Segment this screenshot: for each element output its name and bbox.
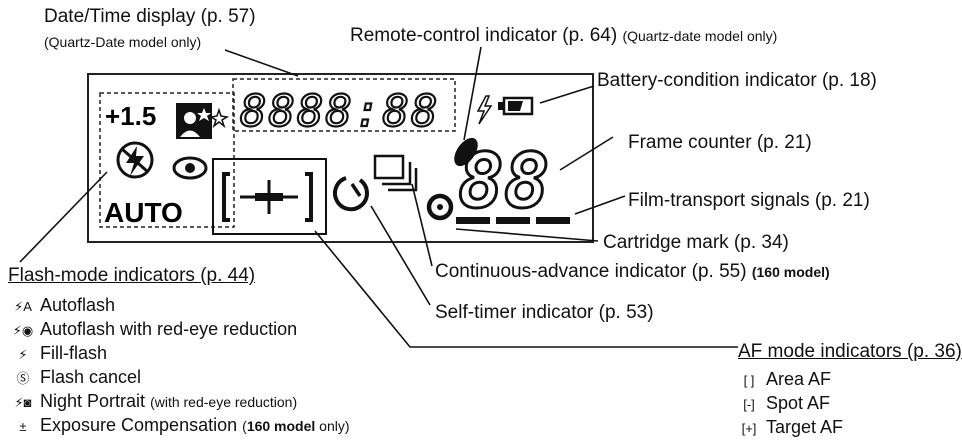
- datetime-note: (Quartz-Date model only): [44, 34, 202, 50]
- area-af-icon: [ ]: [743, 372, 755, 388]
- red-eye-icon: [172, 156, 208, 180]
- continuous-advance-icon: [373, 154, 418, 192]
- lcd-diagram: +1.5 AUTO 8888:88: [19, 46, 738, 348]
- film-transport-signals: [456, 217, 570, 224]
- auto-text: AUTO: [104, 197, 183, 228]
- flash-legend-item: ⚡◉Autoflash with red-eye reduction: [12, 319, 298, 339]
- leader-lines: [19, 46, 738, 348]
- datetime-digits: 8888:88: [240, 86, 439, 137]
- flash-legend-item: ⚡◙Night Portrait (with red-eye reduction…: [12, 392, 298, 410]
- frame-label: Frame counter (p. 21): [628, 132, 812, 153]
- comp-value-text: +1.5: [105, 101, 156, 131]
- spot-af-icon: [-]: [743, 396, 755, 412]
- film-label: Film-transport signals (p. 21): [628, 190, 870, 211]
- af-legend-item: [+]Target AF: [738, 418, 843, 436]
- fill-flash-icon: ⚡: [18, 346, 28, 362]
- star-icon: [208, 107, 230, 129]
- flash-area-dashed-box: [99, 92, 235, 228]
- cartridge-icon: [426, 193, 454, 221]
- af-target-frame: [212, 158, 327, 235]
- continuous-label: Continuous-advance indicator (p. 55) (16…: [435, 261, 830, 282]
- cartridge-label: Cartridge mark (p. 34): [603, 232, 789, 253]
- self-timer-icon: [332, 176, 369, 212]
- autoflash-icon: ⚡A: [14, 298, 32, 314]
- frame-counter-digits: 88: [458, 136, 550, 225]
- lcd-panel: [87, 73, 594, 243]
- battery-icon: [498, 96, 534, 116]
- remote-control-icon: [454, 137, 478, 167]
- target-af-icon: [+]: [741, 420, 757, 436]
- af-legend-item: [ ]Area AF: [738, 370, 831, 388]
- night-portrait-icon: [176, 103, 212, 139]
- flash-ready-icon: [476, 95, 493, 125]
- flash-legend-item: ⚡Fill-flash: [12, 344, 107, 362]
- selftimer-label: Self-timer indicator (p. 53): [435, 302, 654, 323]
- autoflash-redeye-icon: ⚡◉: [12, 322, 34, 338]
- remote-label: Remote-control indicator (p. 64) (Quartz…: [350, 25, 778, 46]
- exposure-comp-icon: ±: [19, 418, 27, 434]
- flash-legend-item: ±Exposure Compensation (160 model only): [12, 416, 349, 434]
- flash-cancel-small-icon: Ⓢ: [16, 370, 30, 386]
- datetime-dashed-box: [232, 78, 456, 132]
- flash-cancel-icon: [116, 141, 154, 179]
- night-portrait-small-icon: ⚡◙: [14, 394, 32, 410]
- af-legend-heading: AF mode indicators (p. 36): [738, 341, 962, 362]
- battery-label: Battery-condition indicator (p. 18): [597, 70, 877, 91]
- af-legend-item: [-]Spot AF: [738, 394, 830, 412]
- datetime-label: Date/Time display (p. 57): [44, 6, 256, 27]
- flash-legend-heading: Flash-mode indicators (p. 44): [8, 265, 256, 286]
